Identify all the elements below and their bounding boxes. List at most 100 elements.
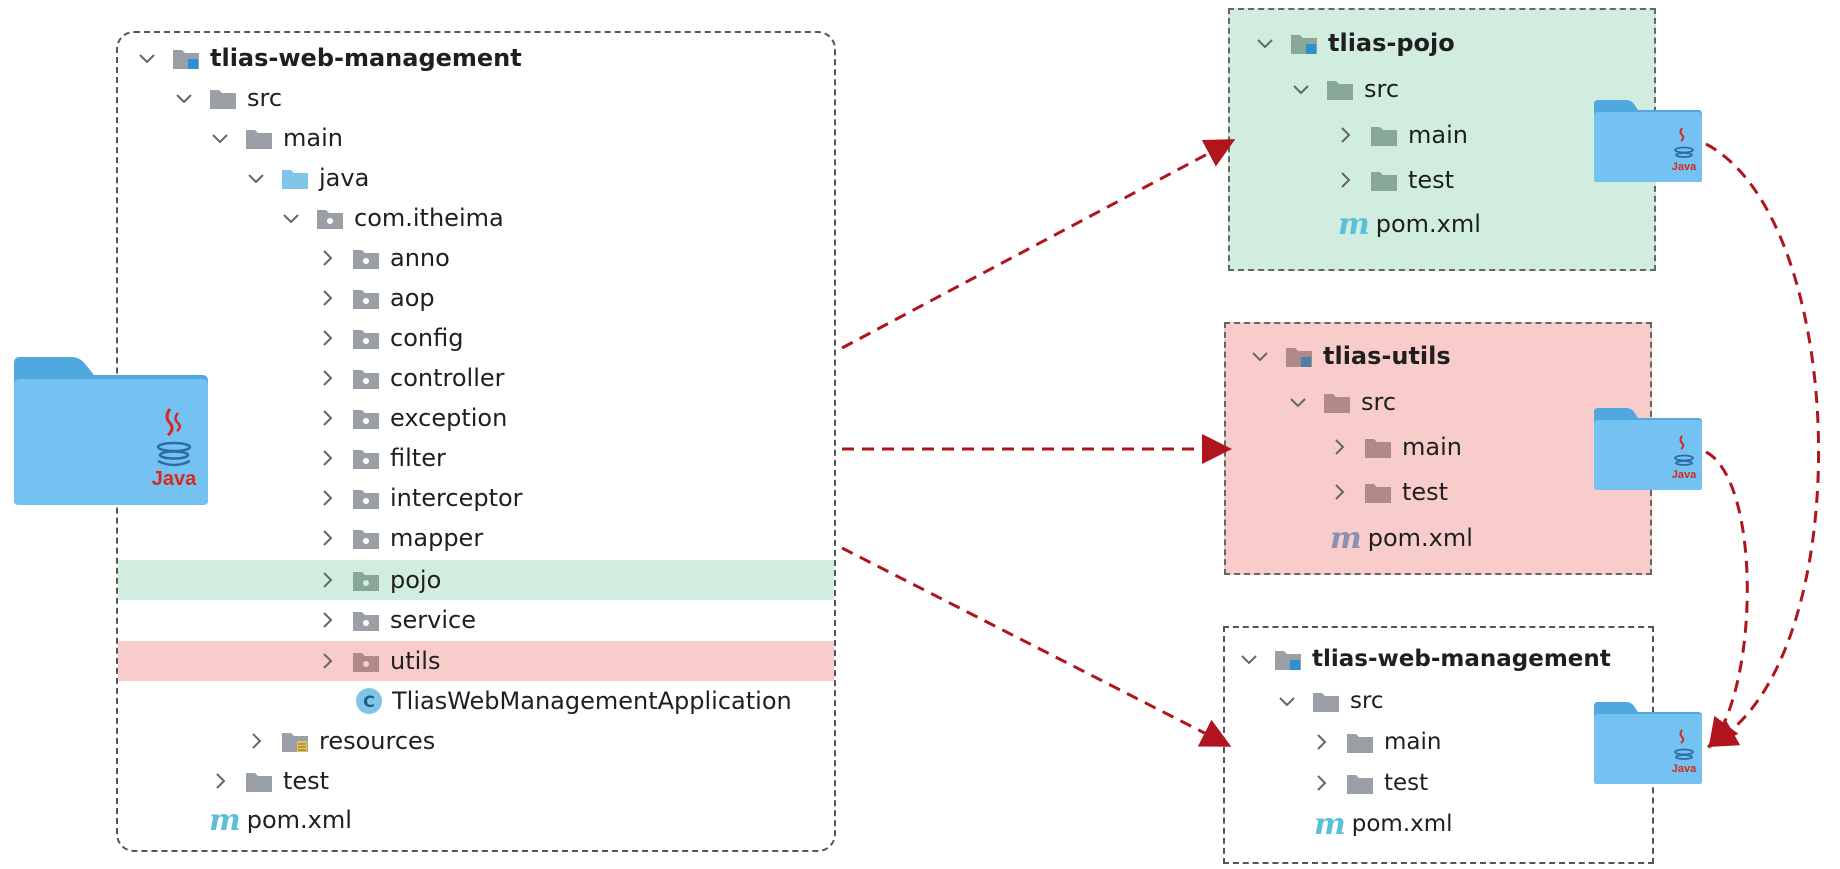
- chevron-right-icon[interactable]: [316, 650, 338, 672]
- tree-label: src: [247, 84, 283, 112]
- web-main[interactable]: main: [1310, 724, 1441, 760]
- tree-node-app-class[interactable]: C TliasWebManagementApplication: [356, 683, 792, 719]
- tree-label: src: [1364, 75, 1400, 103]
- utils-test[interactable]: test: [1328, 474, 1448, 510]
- chevron-right-icon[interactable]: [1310, 731, 1332, 753]
- tree-label: tlias-web-management: [210, 44, 522, 72]
- tree-label: pom.xml: [1351, 811, 1453, 837]
- tree-node-mapper[interactable]: mapper: [316, 520, 483, 556]
- utils-root[interactable]: tlias-utils: [1249, 338, 1451, 374]
- utils-pom[interactable]: m pom.xml: [1330, 520, 1473, 556]
- module-folder-icon: [1285, 344, 1313, 368]
- package-icon: [352, 366, 380, 390]
- chevron-down-icon[interactable]: [136, 47, 158, 69]
- chevron-down-icon[interactable]: [1290, 78, 1312, 100]
- tree-node-exception[interactable]: exception: [316, 400, 507, 436]
- tree-label: test: [283, 767, 330, 795]
- folder-icon: [245, 769, 273, 793]
- chevron-right-icon[interactable]: [316, 407, 338, 429]
- java-logo-label: Java: [152, 468, 197, 490]
- chevron-down-icon[interactable]: [1254, 32, 1276, 54]
- chevron-down-icon[interactable]: [280, 207, 302, 229]
- web-test[interactable]: test: [1310, 765, 1428, 801]
- tree-node-resources[interactable]: resources: [245, 723, 435, 759]
- chevron-right-icon[interactable]: [316, 527, 338, 549]
- chevron-right-icon[interactable]: [316, 287, 338, 309]
- tree-node-root[interactable]: tlias-web-management: [136, 40, 522, 76]
- tree-label: TliasWebManagementApplication: [392, 687, 792, 715]
- tree-label: mapper: [390, 524, 484, 552]
- package-icon: [352, 406, 380, 430]
- package-icon: [352, 286, 380, 310]
- tree-label: main: [1408, 121, 1468, 149]
- chevron-right-icon[interactable]: [316, 609, 338, 631]
- tree-node-pom[interactable]: m pom.xml: [209, 802, 352, 838]
- utils-src[interactable]: src: [1287, 384, 1396, 420]
- chevron-right-icon[interactable]: [316, 367, 338, 389]
- java-module-folder-icon: Java: [1594, 100, 1702, 182]
- utils-main[interactable]: main: [1328, 429, 1462, 465]
- pojo-pom[interactable]: m pom.xml: [1338, 206, 1481, 242]
- pojo-root[interactable]: tlias-pojo: [1254, 25, 1455, 61]
- chevron-right-icon[interactable]: [316, 487, 338, 509]
- java-logo-label: Java: [1672, 763, 1697, 775]
- tree-node-utils[interactable]: utils: [316, 643, 440, 679]
- chevron-right-icon[interactable]: [316, 569, 338, 591]
- chevron-right-icon[interactable]: [1334, 124, 1356, 146]
- tree-label: java: [319, 164, 370, 192]
- chevron-down-icon[interactable]: [173, 87, 195, 109]
- pojo-main[interactable]: main: [1334, 117, 1468, 153]
- tree-node-java[interactable]: java: [245, 160, 369, 196]
- tree-node-src[interactable]: src: [173, 80, 282, 116]
- tree-node-controller[interactable]: controller: [316, 360, 505, 396]
- web-pom[interactable]: m pom.xml: [1314, 806, 1453, 842]
- tree-node-interceptor[interactable]: interceptor: [316, 480, 523, 516]
- chevron-right-icon[interactable]: [316, 327, 338, 349]
- chevron-right-icon[interactable]: [1334, 169, 1356, 191]
- web-root[interactable]: tlias-web-management: [1238, 641, 1611, 677]
- chevron-down-icon[interactable]: [209, 127, 231, 149]
- chevron-right-icon[interactable]: [245, 730, 267, 752]
- package-icon: [316, 206, 344, 230]
- chevron-right-icon[interactable]: [1310, 772, 1332, 794]
- module-folder-icon: [172, 46, 200, 70]
- chevron-down-icon[interactable]: [245, 167, 267, 189]
- chevron-right-icon[interactable]: [209, 770, 231, 792]
- tree-node-aop[interactable]: aop: [316, 280, 435, 316]
- tree-node-anno[interactable]: anno: [316, 240, 450, 276]
- chevron-right-icon[interactable]: [316, 447, 338, 469]
- maven-icon: m: [209, 802, 241, 838]
- tree-label: test: [1384, 770, 1429, 796]
- tree-node-config[interactable]: config: [316, 320, 463, 356]
- tree-label: main: [1402, 433, 1462, 461]
- folder-icon: [209, 86, 237, 110]
- chevron-right-icon[interactable]: [316, 247, 338, 269]
- pojo-test[interactable]: test: [1334, 162, 1454, 198]
- arrow-pojo-to-web: [1705, 142, 1820, 747]
- tree-node-main[interactable]: main: [209, 120, 343, 156]
- arrow-to-pojo: [841, 139, 1236, 350]
- chevron-down-icon[interactable]: [1287, 391, 1309, 413]
- tree-node-service[interactable]: service: [316, 602, 476, 638]
- chevron-down-icon[interactable]: [1249, 345, 1271, 367]
- pojo-src[interactable]: src: [1290, 71, 1399, 107]
- package-icon: [352, 649, 380, 673]
- tree-label: pojo: [390, 566, 442, 594]
- chevron-down-icon[interactable]: [1238, 648, 1260, 670]
- tree-label: anno: [390, 244, 450, 272]
- chevron-right-icon[interactable]: [1328, 481, 1350, 503]
- tree-label: src: [1350, 688, 1384, 714]
- tree-node-package[interactable]: com.itheima: [280, 200, 504, 236]
- tree-node-pojo[interactable]: pojo: [316, 562, 441, 598]
- package-icon: [352, 608, 380, 632]
- web-src[interactable]: src: [1276, 683, 1384, 719]
- chevron-right-icon[interactable]: [1328, 436, 1350, 458]
- folder-icon: [1364, 435, 1392, 459]
- tree-label: main: [1384, 729, 1442, 755]
- tree-label: pom.xml: [1367, 524, 1473, 552]
- chevron-down-icon[interactable]: [1276, 690, 1298, 712]
- resources-folder-icon: [281, 729, 309, 753]
- tree-label: utils: [390, 647, 441, 675]
- tree-node-filter[interactable]: filter: [316, 440, 446, 476]
- tree-node-test[interactable]: test: [209, 763, 329, 799]
